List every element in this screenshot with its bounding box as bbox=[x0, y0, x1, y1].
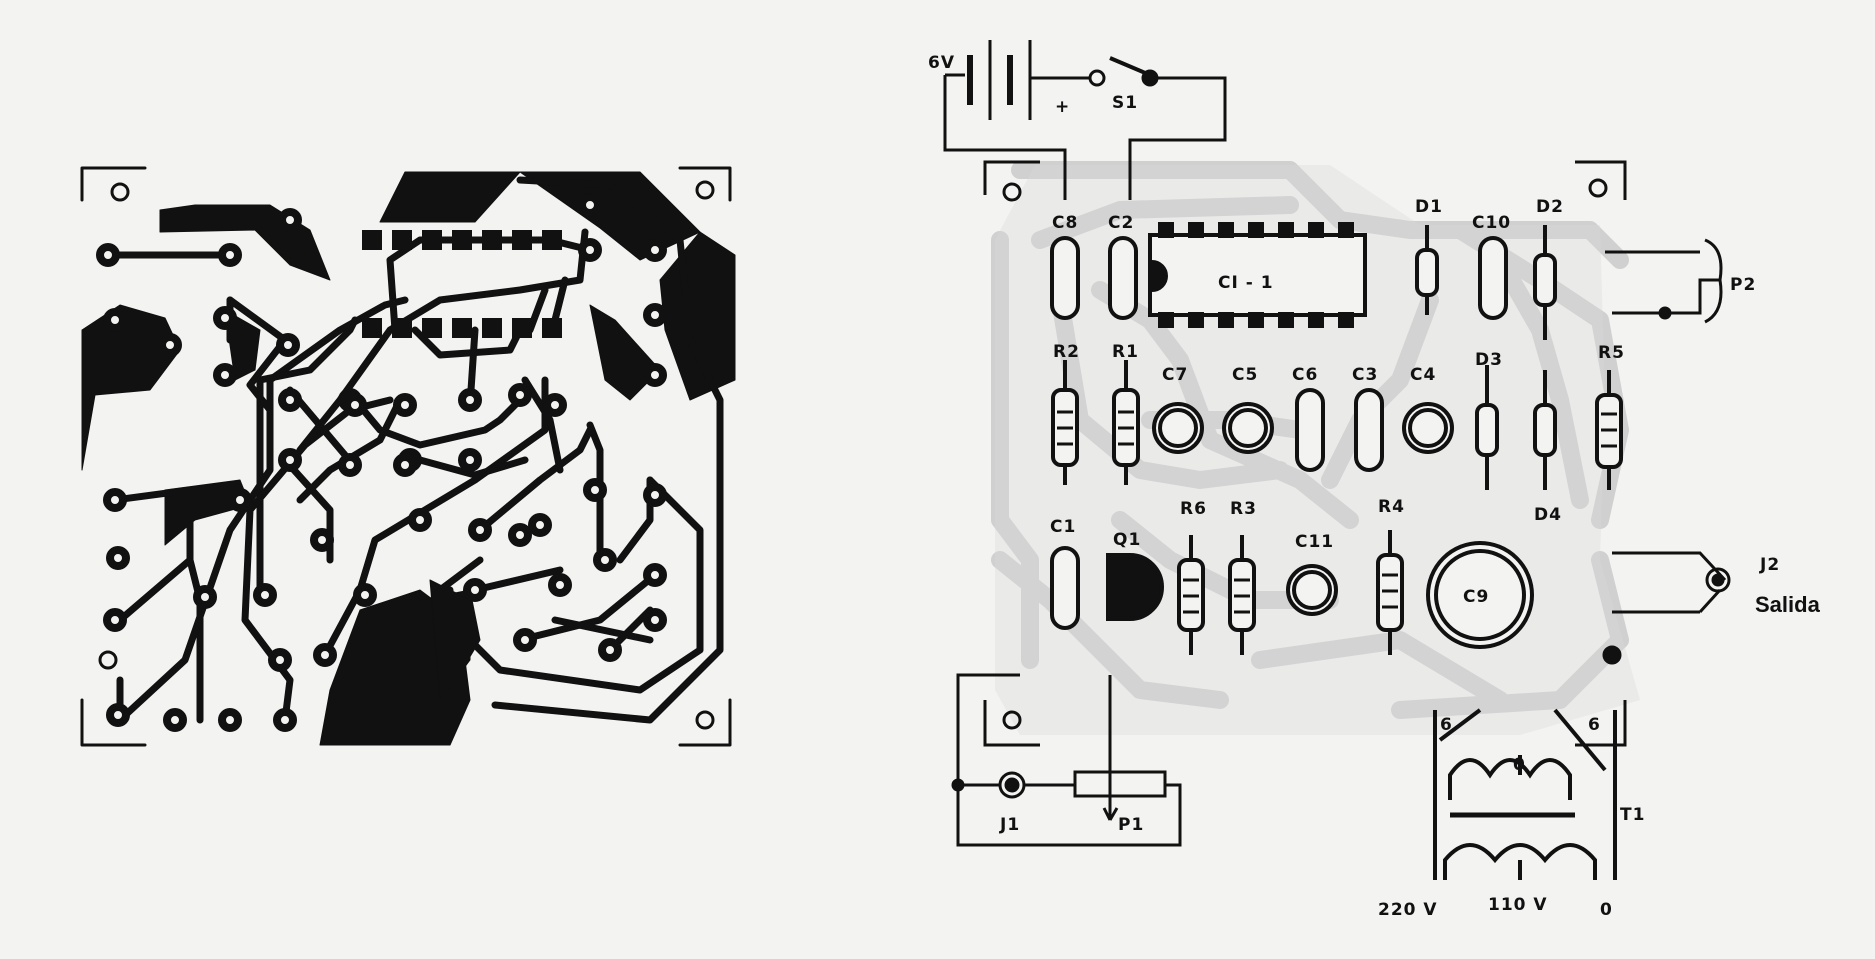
r2-label: R2 bbox=[1053, 342, 1080, 362]
r1-label: R1 bbox=[1112, 342, 1139, 362]
switch-s1-label: S1 bbox=[1112, 93, 1138, 113]
t1-tap-0-top: 0 bbox=[1513, 755, 1526, 775]
c10-label: C10 bbox=[1472, 213, 1511, 233]
c11-label: C11 bbox=[1295, 532, 1334, 552]
p2-label: P2 bbox=[1730, 275, 1756, 295]
p1-label: P1 bbox=[1118, 815, 1144, 835]
pcb-copper-layout bbox=[80, 166, 736, 747]
c1-label: C1 bbox=[1050, 517, 1076, 537]
c7-label: C7 bbox=[1162, 365, 1188, 385]
d3-label: D3 bbox=[1475, 350, 1503, 370]
battery-plus-label: + bbox=[1055, 97, 1070, 117]
c3-label: C3 bbox=[1352, 365, 1378, 385]
q1-label: Q1 bbox=[1113, 530, 1141, 550]
t1-tap-6-right: 6 bbox=[1588, 715, 1601, 735]
r5-label: R5 bbox=[1598, 343, 1625, 363]
d4-label: D4 bbox=[1534, 505, 1562, 525]
mains-220-label: 220 V bbox=[1378, 900, 1438, 920]
c6-label: C6 bbox=[1292, 365, 1318, 385]
output-label: Salida bbox=[1755, 592, 1821, 617]
c9-label: C9 bbox=[1463, 587, 1489, 607]
c2-label: C2 bbox=[1108, 213, 1134, 233]
component-side-layout: 6V + S1 C8 C2 CI - 1 bbox=[928, 40, 1821, 920]
mains-0-label: 0 bbox=[1600, 900, 1613, 920]
ic-label: CI - 1 bbox=[1218, 273, 1274, 293]
j1-label: J1 bbox=[999, 815, 1020, 835]
t1-label: T1 bbox=[1620, 805, 1645, 825]
c8-label: C8 bbox=[1052, 213, 1078, 233]
supply-voltage-label: 6V bbox=[928, 53, 955, 73]
c4-label: C4 bbox=[1410, 365, 1436, 385]
c5-label: C5 bbox=[1232, 365, 1258, 385]
r3-label: R3 bbox=[1230, 499, 1257, 519]
j2-label: J2 bbox=[1759, 555, 1780, 575]
d2-label: D2 bbox=[1536, 197, 1564, 217]
r4-label: R4 bbox=[1378, 497, 1405, 517]
r6-label: R6 bbox=[1180, 499, 1207, 519]
d1-label: D1 bbox=[1415, 197, 1443, 217]
mains-110-label: 110 V bbox=[1488, 895, 1548, 915]
t1-tap-6-left: 6 bbox=[1440, 715, 1453, 735]
